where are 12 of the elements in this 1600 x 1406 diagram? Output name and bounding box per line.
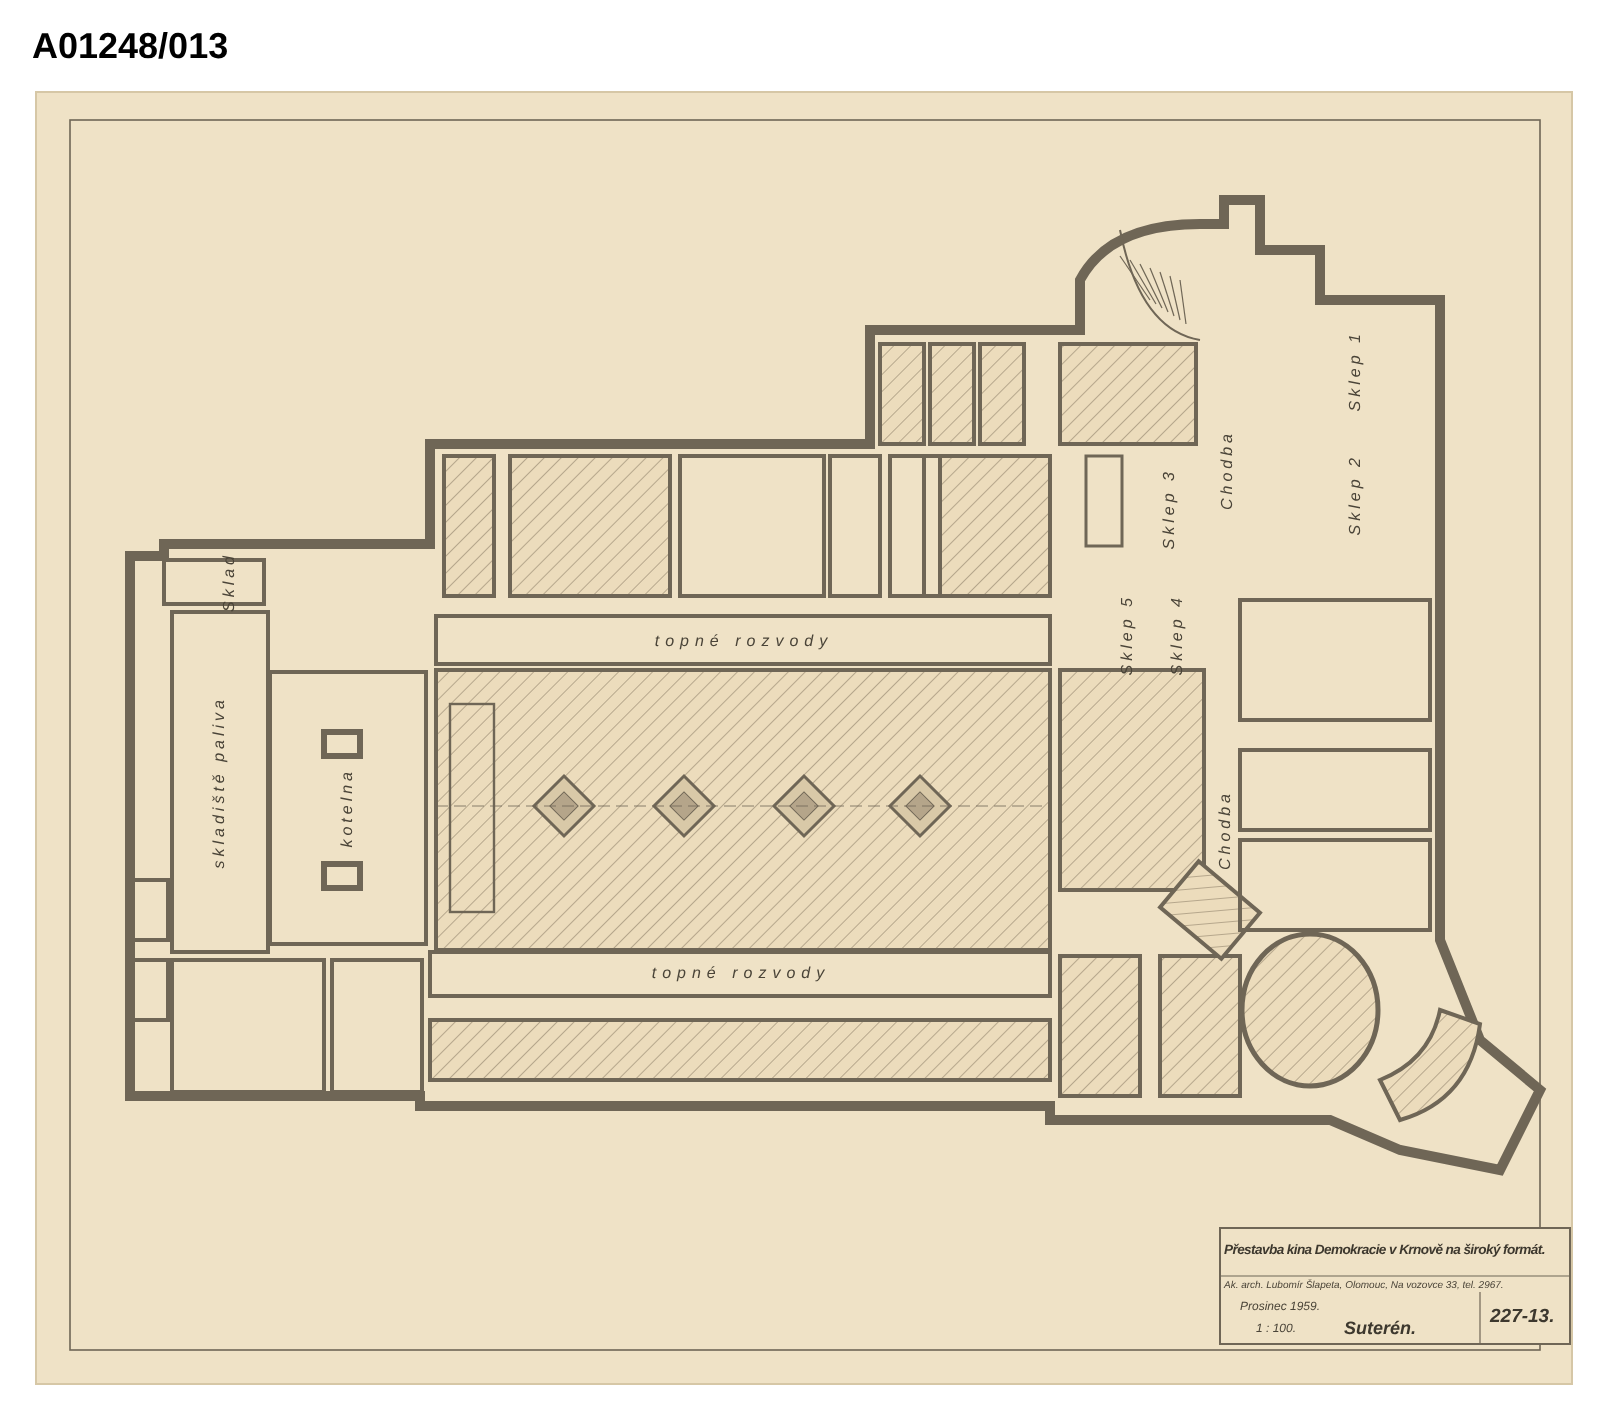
room-label: Chodba bbox=[1219, 429, 1235, 511]
archive-number: A01248/013 bbox=[32, 24, 229, 70]
room-label: topné rozvody bbox=[651, 966, 831, 982]
room-label: topné rozvody bbox=[654, 634, 834, 650]
floor-name: Suterén. bbox=[1344, 1316, 1417, 1342]
room-label: Sklep 3 bbox=[1162, 467, 1178, 549]
room-label: Sklep 1 bbox=[1348, 329, 1364, 411]
room-label: kotelna bbox=[340, 768, 356, 848]
room-label: Sklep 2 bbox=[1348, 453, 1364, 535]
sheet-number: 227-13. bbox=[1490, 1304, 1555, 1332]
room-label: skladiště paliva bbox=[212, 695, 228, 869]
room-label: Chodba bbox=[1218, 789, 1234, 871]
